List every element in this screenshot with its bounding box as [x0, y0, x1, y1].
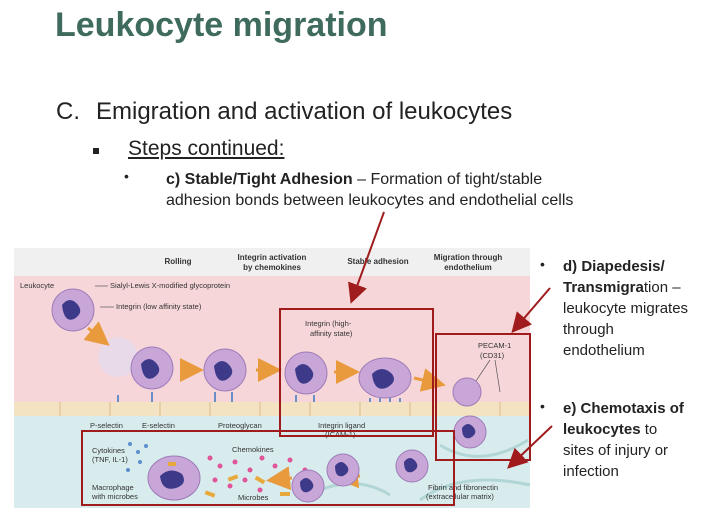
step-c-desc-1: – Formation of tight/stable [352, 171, 543, 188]
leukocyte-cell-tissue [291, 469, 325, 503]
section-heading: C. Emigration and activation of leukocyte… [56, 98, 512, 126]
arrow-to-transmigration [511, 287, 551, 334]
label-cytokines-1: Cytokines [92, 446, 125, 455]
leukocyte-cell-transmigrating [452, 377, 487, 449]
figure-header-band [14, 248, 530, 276]
step-e-label-1: e) Chemotaxis of [563, 400, 684, 417]
leukocyte-cell [51, 288, 95, 332]
section-letter: C. [56, 98, 80, 125]
header-migration-1: Migration through [434, 253, 503, 262]
highlight-box-stable-adhesion [279, 308, 434, 437]
step-d-label-2: Transmigra [563, 279, 644, 296]
leukocyte-cell-rolling [98, 337, 174, 390]
step-d-line-3: leukocyte migrates [563, 300, 689, 317]
highlight-box-transmigration [435, 333, 531, 461]
bullet-dot-icon: • [540, 398, 545, 414]
endothelium-layer [14, 402, 530, 416]
label-proteoglycan: Proteoglycan [218, 421, 262, 430]
leukocyte-cell-activated [284, 351, 328, 395]
label-microbes: Microbes [238, 493, 269, 502]
leukocyte-cell-rolling-2 [203, 348, 247, 392]
steps-subheading: Steps continued: [128, 137, 285, 160]
header-integrin-2: by chemokines [243, 263, 301, 272]
label-macrophage-1: Macrophage [92, 483, 134, 492]
header-stable: Stable adhesion [347, 257, 408, 266]
label-macrophage-2: with microbes [91, 492, 138, 501]
label-integrin-low: Integrin (low affinity state) [116, 302, 202, 311]
header-migration-2: endothelium [444, 263, 492, 272]
step-d-text: d) Diapedesis/ Transmigration – leukocyt… [563, 256, 688, 361]
label-pecam-1: PECAM-1 [478, 341, 511, 350]
highlight-box-chemotaxis [81, 430, 455, 506]
step-d-line-4: through [563, 321, 614, 338]
label-cytokines-2: (TNF, IL-1) [92, 455, 128, 464]
step-c-label: c) Stable/Tight Adhesion [166, 171, 353, 188]
bullet-dot-icon: • [124, 168, 129, 184]
leukocyte-cell-adhered [358, 357, 412, 399]
label-e-selectin: E-selectin [142, 421, 175, 430]
header-rolling: Rolling [164, 257, 191, 266]
label-leukocyte: Leukocyte [20, 281, 54, 290]
step-e-label-2-rest: to [640, 421, 658, 438]
label-fibrin-2: (extracellular matrix) [426, 492, 494, 501]
arrow-to-stable-adhesion [348, 211, 385, 304]
label-pecam-2: (CD31) [480, 351, 505, 360]
macrophage-cell [147, 455, 201, 501]
header-integrin-1: Integrin activation [238, 253, 307, 262]
step-e-line-3: sites of injury or [563, 442, 669, 459]
slide-title: Leukocyte migration [55, 6, 388, 44]
square-bullet-icon [93, 148, 99, 154]
leukocyte-cell-tissue-2 [326, 453, 360, 487]
label-chemokines: Chemokines [232, 445, 274, 454]
arrow-to-chemotaxis [507, 425, 553, 469]
leukocyte-cell-tissue-3 [395, 449, 429, 483]
bullet-dot-icon: • [540, 256, 545, 272]
step-c-desc-2: adhesion bonds between leukocytes and en… [166, 192, 574, 209]
step-c-text: c) Stable/Tight Adhesion – Formation of … [166, 169, 573, 211]
label-sialyl: Sialyl-Lewis X-modified glycoprotein [110, 281, 230, 290]
blood-lumen [14, 276, 530, 402]
label-integrin-ligand-2: (ICAM-1) [325, 430, 356, 439]
step-d-label-1: d) Diapedesis/ [563, 258, 665, 275]
step-d-label-2-rest: tion – [643, 279, 681, 296]
label-integrin-ligand-1: Integrin ligand [318, 421, 365, 430]
label-integrin-high-1: Integrin (high- [305, 319, 352, 328]
label-p-selectin: P-selectin [90, 421, 123, 430]
step-e-text: e) Chemotaxis of leukocytes to sites of … [563, 398, 684, 482]
step-e-label-2: leukocytes [563, 421, 641, 438]
section-text: Emigration and activation of leukocytes [96, 98, 513, 125]
label-integrin-high-2: affinity state) [310, 329, 353, 338]
step-d-line-5: endothelium [563, 342, 645, 359]
step-e-line-4: infection [563, 463, 619, 480]
label-fibrin-1: Fibrin and fibronectin [428, 483, 498, 492]
